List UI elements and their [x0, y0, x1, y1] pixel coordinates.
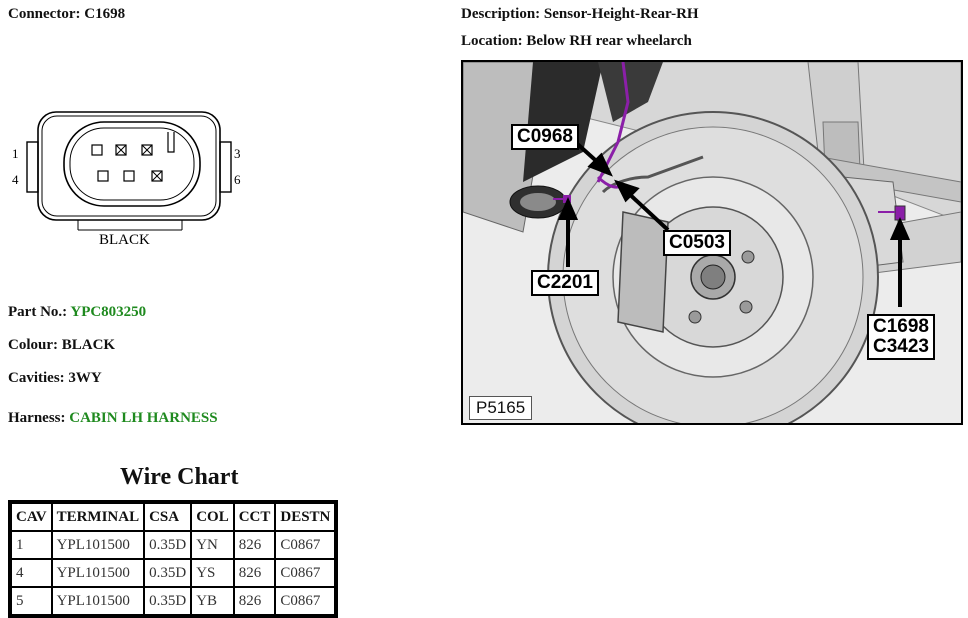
connector-face-diagram: 1 4 3 6 BLACK — [8, 100, 268, 250]
callout-c2201: C2201 — [531, 270, 599, 296]
harness-label: Harness: — [8, 410, 66, 426]
connector-id: C1698 — [84, 6, 126, 22]
description-value: Sensor-Height-Rear-RH — [543, 6, 699, 22]
cell-cct: 826 — [233, 531, 276, 559]
pin-label-1: 1 — [12, 146, 19, 161]
cell-cav: 5 — [11, 587, 52, 615]
location-label: Location: — [461, 33, 523, 49]
cell-col: YN — [191, 531, 234, 559]
callout-c0503: C0503 — [663, 230, 731, 256]
cell-terminal: YPL101500 — [51, 559, 145, 587]
column-header-terminal: TERMINAL — [51, 503, 145, 531]
column-header-csa: CSA — [144, 503, 192, 531]
pin-label-6: 6 — [234, 172, 241, 187]
housing-colour-caption: BLACK — [99, 232, 150, 248]
connector-label: Connector: — [8, 6, 81, 22]
cell-destn: C0867 — [275, 531, 336, 559]
description-row: Description: Sensor-Height-Rear-RH — [461, 6, 699, 23]
callout-c1698: C1698 — [873, 316, 929, 337]
harness-link[interactable]: CABIN LH HARNESS — [69, 410, 218, 426]
table-row: 1 YPL101500 0.35D YN 826 C0867 — [11, 531, 336, 559]
part-number-link[interactable]: YPC803250 — [70, 304, 147, 320]
cell-cct: 826 — [233, 587, 276, 615]
colour-row: Colour: BLACK — [8, 337, 115, 354]
description-label: Description: — [461, 6, 541, 22]
part-number-row: Part No.: YPC803250 — [8, 304, 146, 321]
wire-chart-title: Wire Chart — [120, 464, 239, 490]
cell-destn: C0867 — [275, 587, 336, 615]
pin-label-4: 4 — [12, 172, 19, 187]
cavities-value: 3WY — [68, 370, 102, 386]
wire-chart-table: CAV TERMINAL CSA COL CCT DESTN 1 YPL1015… — [8, 500, 339, 618]
callout-c0968: C0968 — [511, 124, 579, 150]
cell-csa: 0.35D — [144, 587, 192, 615]
pin-label-3: 3 — [234, 146, 241, 161]
column-header-col: COL — [191, 503, 234, 531]
cell-col: YS — [191, 559, 234, 587]
cell-terminal: YPL101500 — [51, 587, 145, 615]
cell-csa: 0.35D — [144, 559, 192, 587]
colour-value: BLACK — [61, 337, 116, 353]
part-number-label: Part No.: — [8, 304, 68, 320]
colour-label: Colour: — [8, 337, 58, 353]
harness-row: Harness: CABIN LH HARNESS — [8, 410, 218, 427]
column-header-cct: CCT — [233, 503, 276, 531]
cell-col: YB — [191, 587, 234, 615]
location-value: Below RH rear wheelarch — [526, 33, 692, 49]
cell-cct: 826 — [233, 559, 276, 587]
callout-c1698-c3423: C1698 C3423 — [867, 314, 935, 360]
cell-cav: 4 — [11, 559, 52, 587]
rear-wheel-illustration — [463, 62, 961, 423]
photo-reference-label: P5165 — [469, 396, 533, 420]
cell-csa: 0.35D — [144, 531, 192, 559]
cell-destn: C0867 — [275, 559, 336, 587]
connector-face-drawing: 1 4 3 6 BLACK — [12, 111, 241, 248]
callout-c3423: C3423 — [873, 336, 929, 357]
location-row: Location: Below RH rear wheelarch — [461, 33, 692, 50]
column-header-destn: DESTN — [275, 503, 336, 531]
cavities-label: Cavities: — [8, 370, 65, 386]
cell-cav: 1 — [11, 531, 52, 559]
cell-terminal: YPL101500 — [51, 531, 145, 559]
connector-heading: Connector: C1698 — [8, 6, 125, 23]
column-header-cav: CAV — [11, 503, 52, 531]
table-header-row: CAV TERMINAL CSA COL CCT DESTN — [11, 503, 336, 531]
table-row: 4 YPL101500 0.35D YS 826 C0867 — [11, 559, 336, 587]
cavities-row: Cavities: 3WY — [8, 370, 102, 387]
table-row: 5 YPL101500 0.35D YB 826 C0867 — [11, 587, 336, 615]
location-illustration: C0968 C0503 C2201 C1698 C3423 P5165 — [461, 60, 963, 425]
